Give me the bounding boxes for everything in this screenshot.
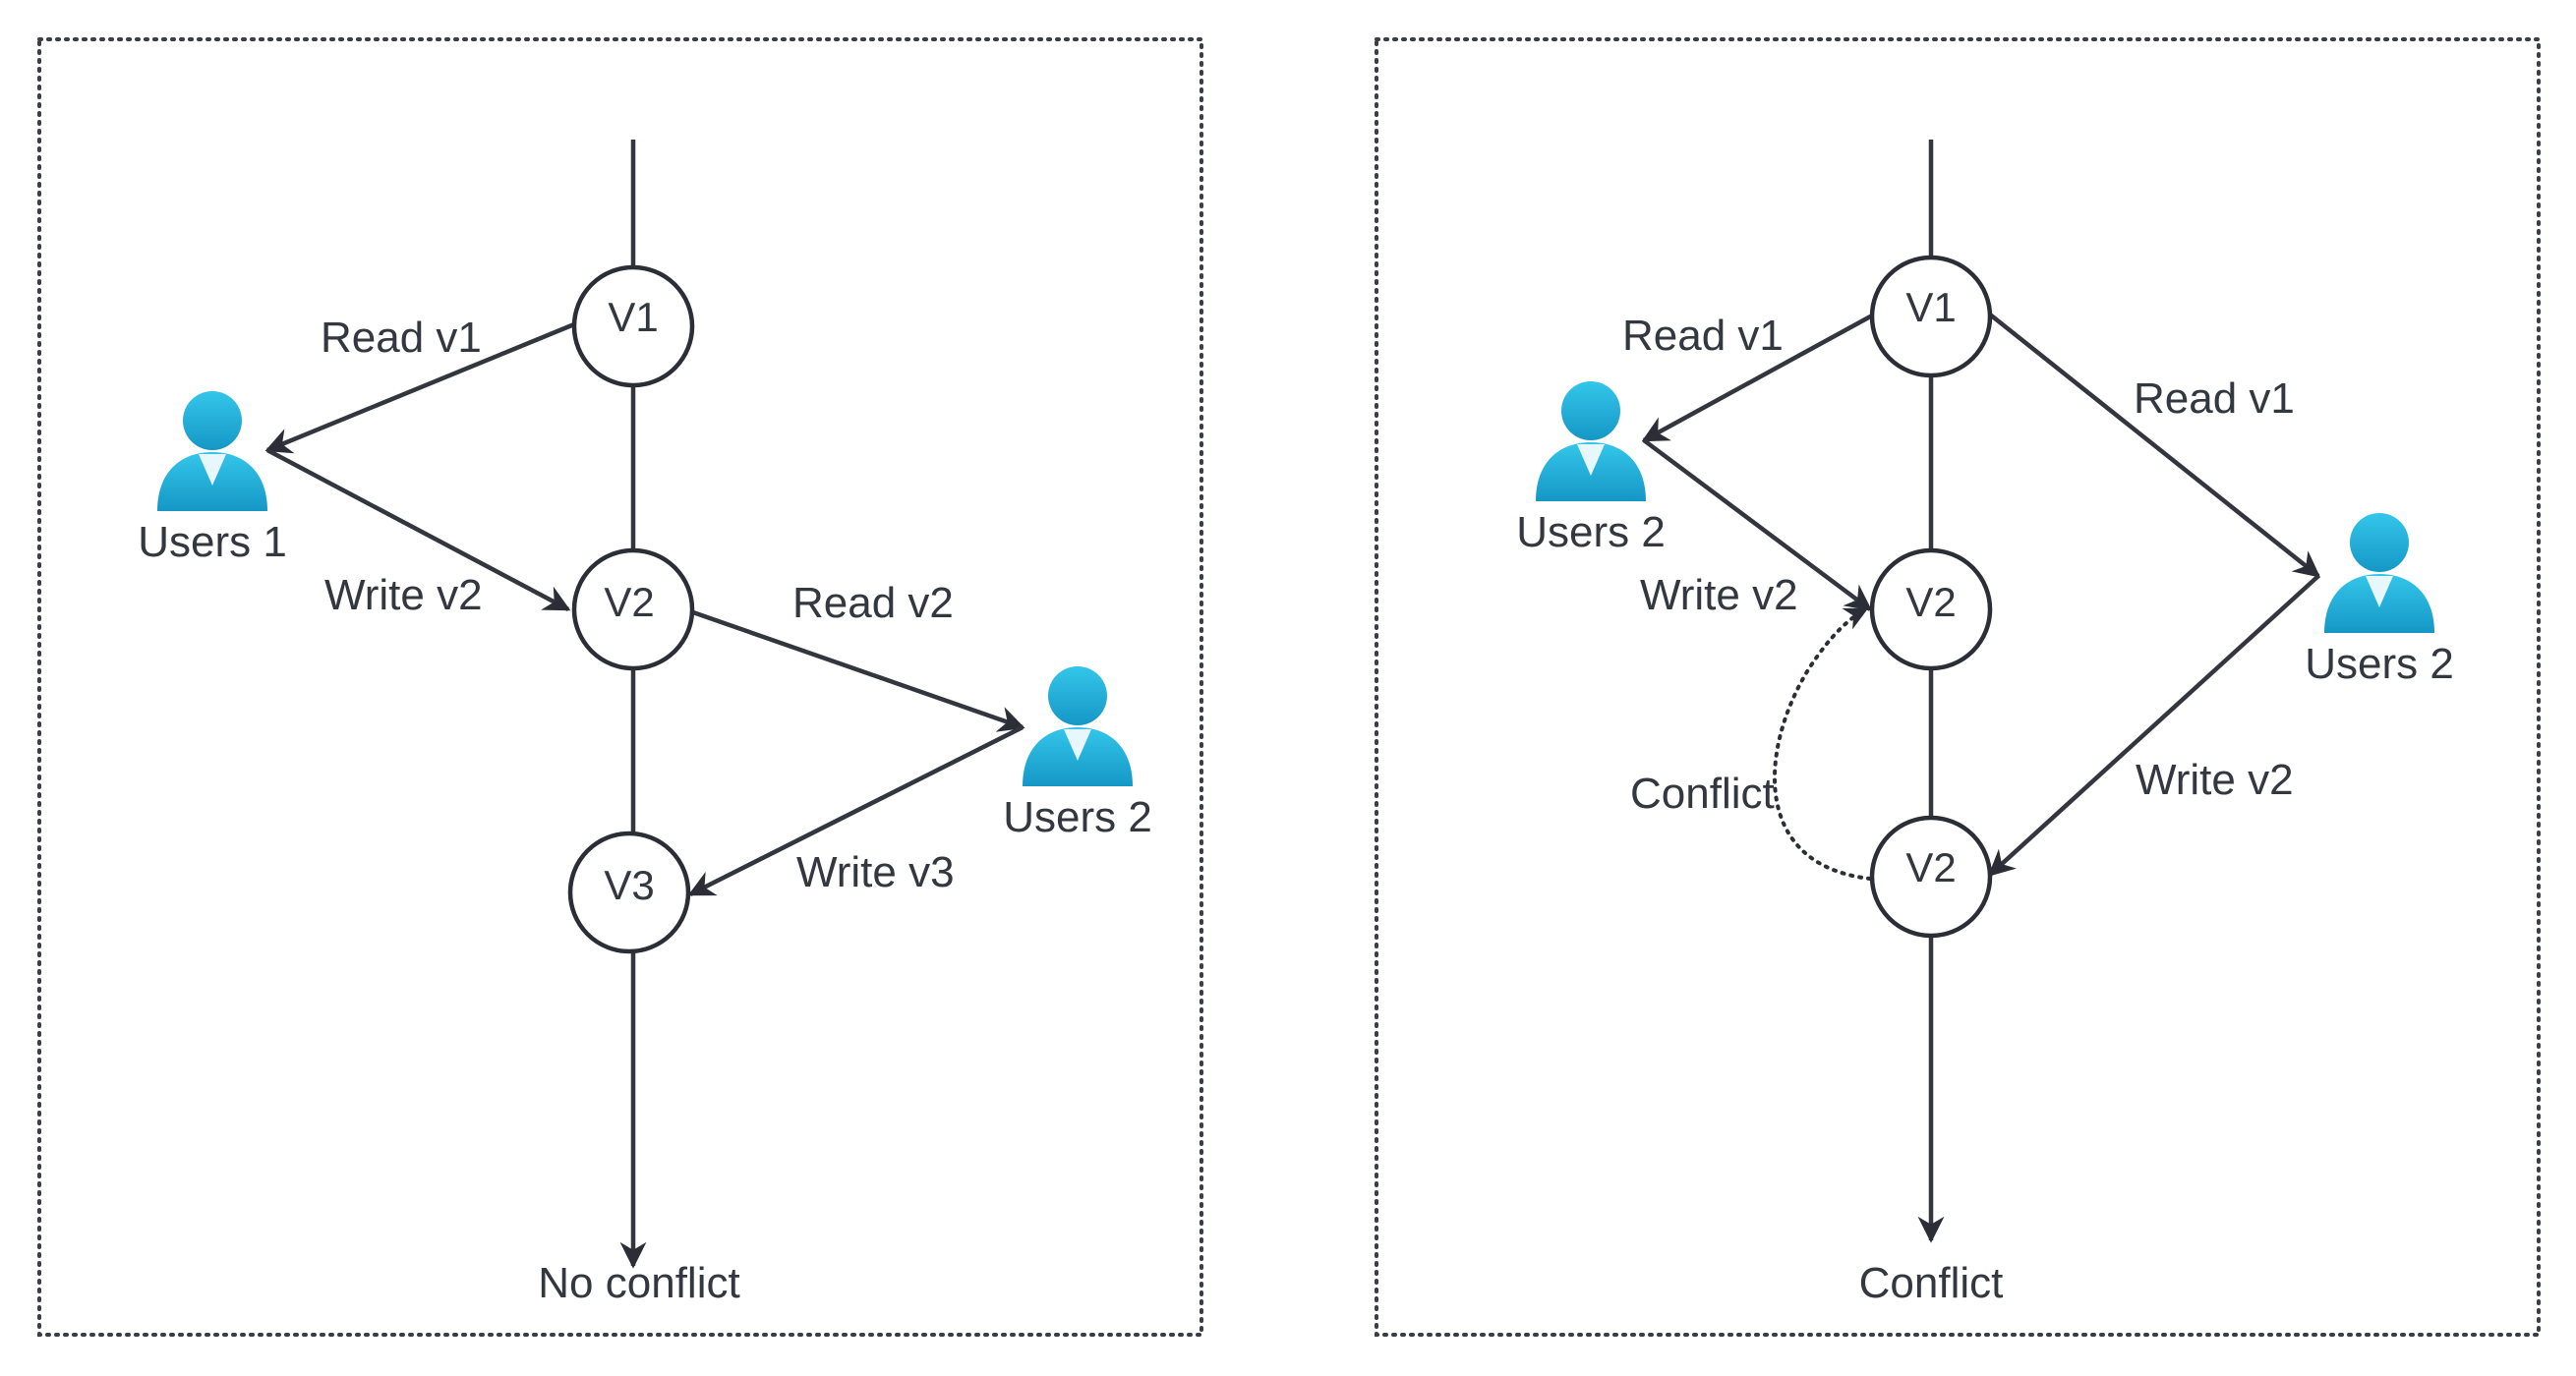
left-frame — [37, 37, 1203, 1337]
left-edge-read-v1 — [264, 321, 575, 454]
left-read-v1-label: Read v1 — [321, 314, 482, 362]
right-node-v2a: V2 — [1869, 547, 1993, 671]
left-node-v1: V1 — [571, 264, 695, 388]
left-write-v2-label: Write v2 — [324, 571, 483, 619]
right-result-label: Conflict — [1859, 1259, 2004, 1307]
left-user2-label: Users 2 — [1003, 793, 1152, 841]
left-node-v1-label: V1 — [608, 294, 658, 340]
left-node-v2: V2 — [571, 547, 695, 671]
left-user1-label: Users 1 — [138, 518, 287, 566]
left-user1-icon — [157, 391, 267, 511]
right-edge-write-v2-right — [1988, 574, 2320, 877]
right-right-user-label: Users 2 — [2305, 640, 2454, 688]
right-read-v1-right-label: Read v1 — [2134, 374, 2295, 423]
right-node-v1: V1 — [1869, 255, 1993, 378]
right-left-user-label: Users 2 — [1516, 508, 1666, 556]
left-write-v3-label: Write v3 — [796, 848, 955, 896]
right-node-v2b: V2 — [1869, 815, 1993, 939]
left-edge-read-v2 — [689, 608, 1025, 732]
right-edge-read-v1-left — [1641, 313, 1876, 442]
right-right-user-icon — [2324, 513, 2434, 633]
right-node-v2a-label: V2 — [1905, 579, 1956, 625]
right-conflict-curve — [1772, 607, 1872, 881]
right-left-user-icon — [1536, 381, 1646, 501]
right-frame — [1375, 37, 2541, 1337]
right-node-v1-label: V1 — [1905, 284, 1956, 330]
right-write-v2-left-label: Write v2 — [1640, 571, 1798, 619]
left-node-v3: V3 — [567, 831, 691, 954]
left-node-v3-label: V3 — [604, 862, 654, 908]
left-read-v2-label: Read v2 — [792, 579, 954, 627]
left-panel: V1 V2 V3 Users 1 Users 2 Read v1 Write v… — [37, 37, 1203, 1337]
left-edge-write-v2 — [265, 448, 571, 611]
right-read-v1-left-label: Read v1 — [1622, 312, 1784, 360]
right-edge-write-v2-left — [1642, 438, 1873, 611]
right-write-v2-right-label: Write v2 — [2136, 756, 2294, 804]
left-user2-icon — [1023, 666, 1133, 786]
right-conflict-label: Conflict — [1630, 770, 1775, 818]
right-panel: V1 V2 V2 Users 2 Users 2 Read v1 Read v1… — [1375, 37, 2541, 1337]
right-node-v2b-label: V2 — [1905, 844, 1956, 890]
right-edge-read-v1-right — [1988, 313, 2321, 578]
left-result-label: No conflict — [538, 1259, 739, 1307]
left-edge-write-v3 — [687, 724, 1025, 897]
left-node-v2-label: V2 — [604, 579, 654, 625]
